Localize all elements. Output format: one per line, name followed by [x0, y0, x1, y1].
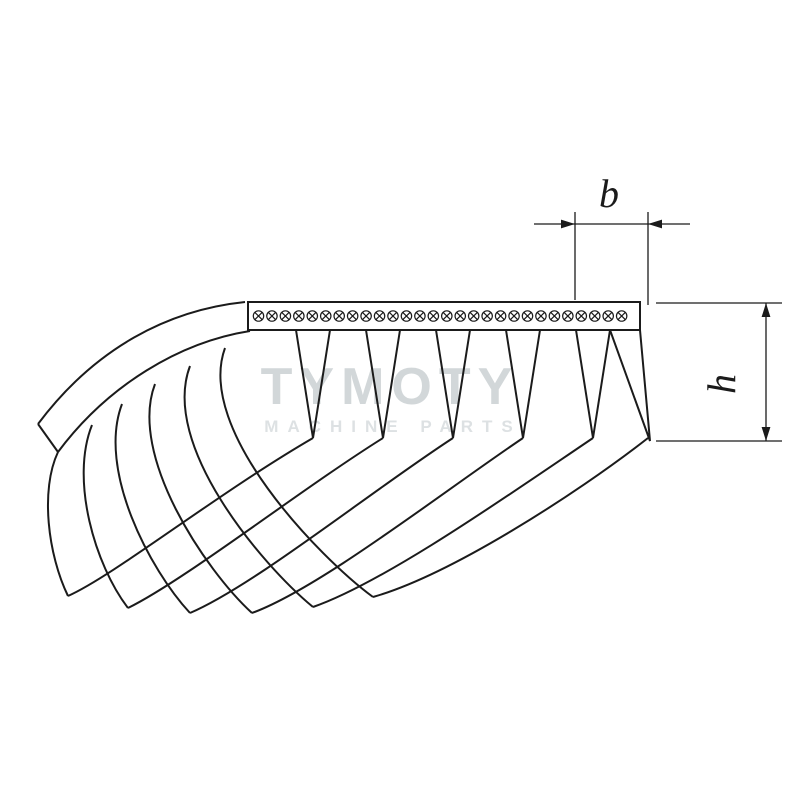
cord-circle-x-icon [306, 310, 319, 322]
arrowhead-b-left [561, 219, 575, 229]
cord-circle-x-icon [535, 310, 547, 322]
rib-left-edge [148, 383, 253, 614]
cord-circle-x-icon [467, 310, 480, 322]
cord-pattern [252, 310, 628, 322]
cord-x-stroke [415, 311, 424, 321]
belt-back-band [37, 301, 251, 453]
dimension-h: h [656, 302, 782, 442]
watermark: TYMOTY MACHINE PARTS [261, 358, 521, 436]
cord-circle-x-icon [521, 310, 534, 322]
cord-circle-x-icon [575, 310, 588, 322]
cord-x-stroke [321, 311, 330, 321]
cord-band [247, 301, 641, 331]
face-end-wedge [608, 329, 651, 442]
cord-band-outline [247, 301, 641, 331]
cord-x-stroke [577, 311, 586, 321]
cord-x-stroke [429, 311, 438, 321]
rib-left-edge [114, 403, 191, 614]
rib-left-edge [82, 424, 129, 609]
dimension-h-label: h [699, 374, 744, 394]
cord-circle-x-icon [333, 310, 345, 322]
cord-circle-x-icon [454, 310, 467, 322]
cord-circle-x-icon [548, 310, 561, 322]
dimension-b-label: b [599, 171, 619, 216]
cord-circle-x-icon [414, 310, 426, 322]
arrowhead-b-right [648, 219, 662, 229]
cord-circle-x-icon [562, 310, 574, 322]
cord-circle-x-icon [494, 310, 507, 322]
belt-back-outer-curve [37, 301, 246, 425]
cord-x-stroke [563, 311, 572, 321]
cord-x-stroke [590, 311, 599, 321]
cord-x-stroke [402, 311, 411, 321]
cord-x-stroke [267, 311, 276, 321]
arrowhead-h-top [761, 303, 771, 317]
watermark-subtitle: MACHINE PARTS [264, 417, 521, 436]
cord-circle-x-icon [400, 310, 413, 322]
cord-x-stroke [335, 311, 344, 321]
watermark-title: TYMOTY [261, 358, 520, 416]
cord-x-stroke [362, 311, 371, 321]
cord-x-stroke [617, 311, 626, 321]
rib-right-edge [312, 437, 594, 608]
belt-back-tip-edge [37, 423, 59, 453]
cord-circle-x-icon [440, 310, 453, 322]
cord-circle-x-icon [373, 310, 386, 322]
belt-back-inner-curve [57, 330, 251, 453]
cord-x-stroke [348, 311, 357, 321]
cord-circle-x-icon [508, 310, 520, 322]
cord-circle-x-icon [279, 310, 292, 322]
face-rib-triangles [295, 329, 611, 439]
cord-x-stroke [388, 311, 398, 321]
cord-circle-x-icon [293, 310, 305, 322]
cord-circle-x-icon [602, 310, 614, 322]
cord-x-stroke [536, 311, 545, 321]
cord-x-stroke [375, 311, 384, 321]
rib-right-edge [189, 437, 454, 614]
cord-circle-x-icon [427, 310, 440, 322]
cord-circle-x-icon [615, 310, 628, 322]
rib-face [295, 329, 651, 442]
cord-x-stroke [496, 311, 505, 321]
cord-x-stroke [483, 311, 492, 321]
cord-x-stroke [523, 311, 532, 321]
cord-x-stroke [550, 311, 559, 321]
cord-x-stroke [308, 311, 317, 321]
cord-x-stroke [442, 311, 451, 321]
rib-left-edge [46, 451, 69, 597]
rib-right-edge [127, 437, 384, 609]
cord-x-stroke [604, 311, 613, 321]
cord-x-stroke [510, 311, 519, 321]
cord-circle-x-icon [588, 310, 601, 322]
rib-left-edge [219, 347, 374, 598]
cord-circle-x-icon [319, 310, 332, 322]
cord-circle-x-icon [481, 310, 493, 322]
cord-x-stroke [281, 311, 290, 321]
cord-circle-x-icon [346, 310, 359, 322]
rib-right-edge [67, 437, 314, 597]
rib-right-edge [251, 437, 524, 614]
cord-circle-x-icon [360, 310, 372, 322]
cord-x-stroke [294, 311, 303, 321]
cord-x-stroke [469, 311, 478, 321]
cord-x-stroke [456, 311, 465, 321]
cord-x-stroke [254, 311, 263, 321]
cord-circle-x-icon [387, 310, 399, 322]
arrowhead-h-bottom [761, 427, 771, 441]
rib-right-edge [372, 437, 649, 598]
rib-left-edge [183, 365, 314, 608]
dimension-b: b [534, 171, 690, 305]
cord-circle-x-icon [266, 310, 278, 322]
cord-circle-x-icon [252, 310, 265, 322]
perspective-ribs [46, 347, 649, 614]
